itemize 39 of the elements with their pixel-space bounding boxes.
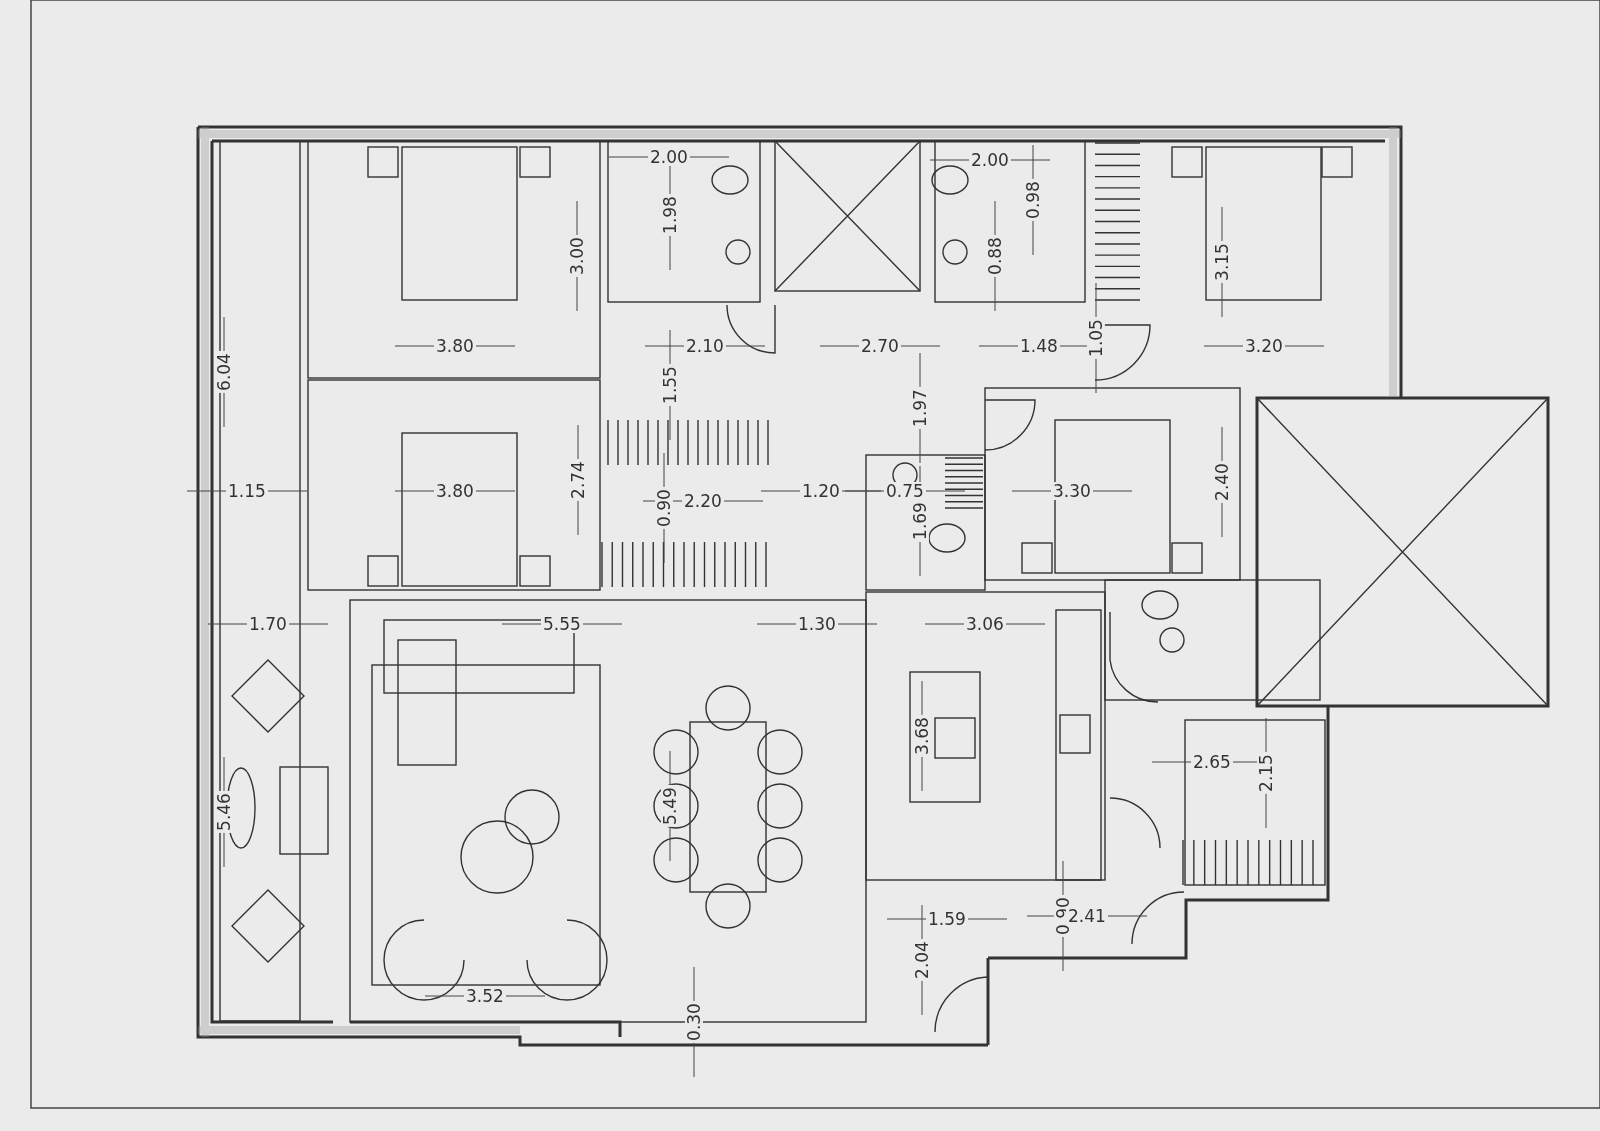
dimension-label: 2.74 <box>568 459 587 501</box>
dimension-label: 5.49 <box>660 785 679 827</box>
dimension-label: 1.98 <box>660 194 679 236</box>
dimension-label: 0.88 <box>985 235 1004 277</box>
dimension-label: 3.06 <box>964 615 1006 633</box>
dimension-label: 3.52 <box>464 987 506 1005</box>
dimension-label: 2.40 <box>1212 461 1231 503</box>
dimension-label: 2.00 <box>969 151 1011 169</box>
dimension-label: 1.20 <box>800 482 842 500</box>
dimension-label: 2.10 <box>684 337 726 355</box>
dimension-label: 1.05 <box>1086 317 1105 359</box>
dimension-label: 3.68 <box>912 715 931 757</box>
dimension-label: 3.15 <box>1212 241 1231 283</box>
dimension-label: 1.30 <box>796 615 838 633</box>
dimension-label: 1.59 <box>926 910 968 928</box>
dimension-label: 2.65 <box>1191 753 1233 771</box>
dimension-label: 1.15 <box>226 482 268 500</box>
dimension-label: 0.30 <box>684 1001 703 1043</box>
dimension-label: 2.15 <box>1256 752 1275 794</box>
dimension-label: 1.69 <box>910 500 929 542</box>
dimension-label: 0.75 <box>884 482 926 500</box>
dimension-label: 6.04 <box>214 351 233 393</box>
dimension-label: 1.97 <box>910 387 929 429</box>
dimension-label: 3.30 <box>1051 482 1093 500</box>
dimension-label: 2.70 <box>859 337 901 355</box>
dimension-label: 5.55 <box>541 615 583 633</box>
dimension-label: 3.80 <box>434 482 476 500</box>
dimension-label: 3.20 <box>1243 337 1285 355</box>
dimension-label: 0.90 <box>654 487 673 529</box>
dimension-label: 3.00 <box>567 235 586 277</box>
dimension-label: 1.48 <box>1018 337 1060 355</box>
dimension-label: 1.70 <box>247 615 289 633</box>
dimension-label: 5.46 <box>214 791 233 833</box>
dimension-label: 2.00 <box>648 148 690 166</box>
dimension-label: 0.98 <box>1023 179 1042 221</box>
dimension-label: 2.04 <box>912 939 931 981</box>
dimension-label: 3.80 <box>434 337 476 355</box>
dimension-label: 1.55 <box>660 364 679 406</box>
dimension-label: 2.20 <box>682 492 724 510</box>
